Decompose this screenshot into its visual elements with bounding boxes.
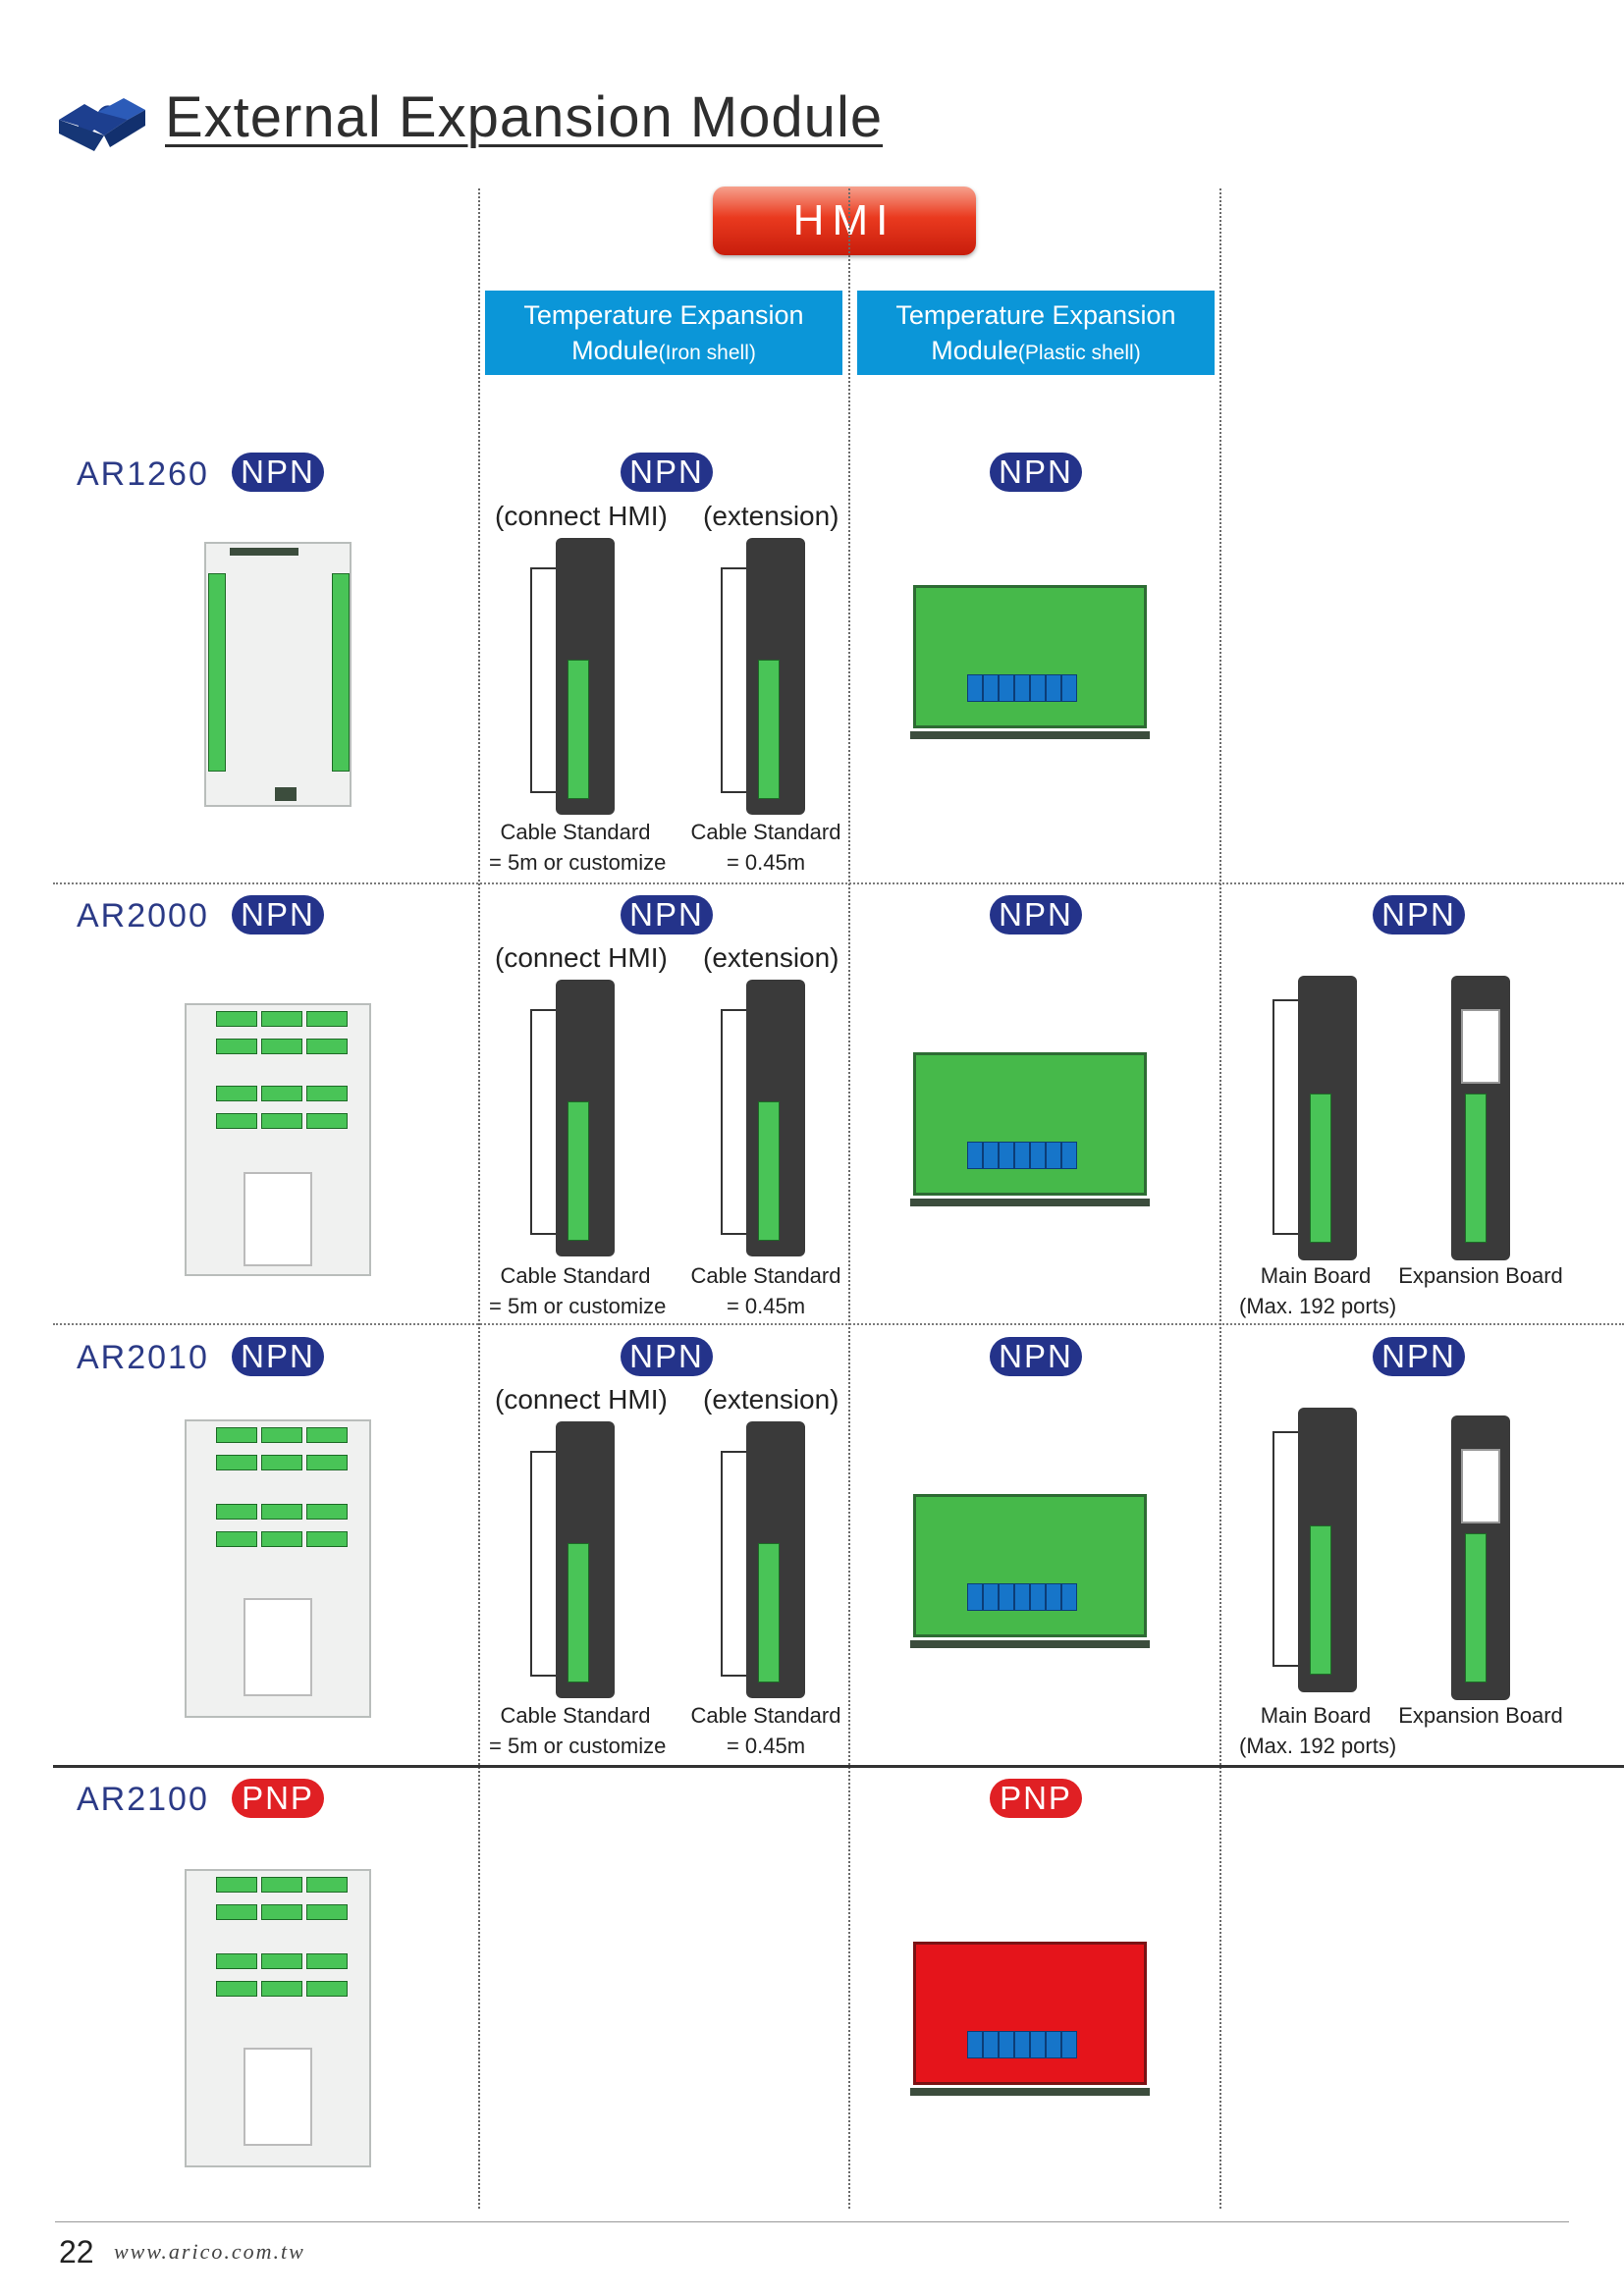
cable-caption-line2: = 0.45m: [726, 850, 806, 875]
main-board-caption: Main Board (Max. 192 ports): [1239, 1260, 1397, 1321]
pnp-badge: PNP: [232, 1779, 324, 1818]
npn-badge: NPN: [232, 1337, 324, 1376]
extension-label: (extension): [703, 1384, 839, 1415]
column-header-line1: Temperature Expansion: [895, 300, 1176, 330]
cable-caption-line1: Cable Standard: [500, 1263, 651, 1288]
iron-shell-module-image: [530, 1421, 619, 1698]
controller-image: [185, 1869, 371, 2167]
column-header-iron-shell: Temperature Expansion Module(Iron shell): [485, 291, 842, 375]
npn-badge: NPN: [1373, 1337, 1465, 1376]
model-name: AR1260: [77, 455, 209, 493]
plastic-shell-board-image: [910, 1942, 1150, 2096]
page-title: External Expansion Module: [165, 85, 884, 149]
main-board-image: [1272, 1408, 1359, 1692]
row-divider-solid: [53, 1765, 1624, 1768]
column-header-line1: Temperature Expansion: [523, 300, 804, 330]
main-board-caption-line1: Main Board: [1260, 1703, 1372, 1728]
column-divider: [1219, 188, 1221, 2209]
connect-hmi-label: (connect HMI): [495, 1384, 668, 1415]
plastic-shell-board-image: [910, 1494, 1150, 1648]
plastic-shell-board-image: [910, 1052, 1150, 1206]
extension-label: (extension): [703, 501, 839, 531]
row-divider: [53, 882, 1624, 884]
column-divider: [848, 188, 850, 2209]
cable-caption: Cable Standard = 0.45m: [685, 817, 846, 878]
cable-caption-line2: = 0.45m: [726, 1734, 806, 1758]
cable-caption-line2: = 5m or customize: [489, 850, 667, 875]
connect-hmi-label: (connect HMI): [495, 501, 668, 531]
main-board-caption-line2: (Max. 192 ports): [1239, 1734, 1397, 1758]
npn-badge: NPN: [1373, 895, 1465, 934]
cable-caption: Cable Standard = 5m or customize: [489, 1260, 667, 1321]
expansion-board-image: [1447, 1415, 1512, 1700]
hmi-label: HMI: [713, 187, 976, 255]
main-board-caption-line1: Main Board: [1260, 1263, 1372, 1288]
expansion-board-image: [1447, 976, 1512, 1260]
cable-caption-line2: = 5m or customize: [489, 1294, 667, 1318]
model-name: AR2000: [77, 897, 209, 934]
iron-shell-module-image: [721, 980, 809, 1256]
column-divider: [478, 188, 480, 2209]
main-board-caption-line2: (Max. 192 ports): [1239, 1294, 1397, 1318]
plastic-shell-board-image: [910, 585, 1150, 739]
iron-shell-module-image: [530, 980, 619, 1256]
npn-badge: NPN: [990, 453, 1082, 492]
row-divider: [53, 1323, 1624, 1325]
npn-badge: NPN: [990, 1337, 1082, 1376]
column-header-plastic-shell: Temperature Expansion Module(Plastic she…: [857, 291, 1215, 375]
cable-caption-line1: Cable Standard: [500, 820, 651, 844]
controller-image: [185, 1003, 371, 1276]
expansion-board-caption-line1: Expansion Board: [1398, 1263, 1563, 1288]
npn-badge: NPN: [621, 1337, 713, 1376]
npn-badge: NPN: [232, 895, 324, 934]
column-header-line2: Module: [571, 336, 659, 365]
main-board-caption: Main Board (Max. 192 ports): [1239, 1700, 1397, 1761]
column-header-shell: (Plastic shell): [1017, 342, 1141, 364]
connect-hmi-label: (connect HMI): [495, 942, 668, 973]
extension-label: (extension): [703, 942, 839, 973]
cable-caption-line2: = 0.45m: [726, 1294, 806, 1318]
npn-badge: NPN: [621, 453, 713, 492]
iron-shell-module-image: [721, 1421, 809, 1698]
npn-badge: NPN: [621, 895, 713, 934]
expansion-board-caption: Expansion Board: [1398, 1260, 1563, 1291]
cable-caption: Cable Standard = 5m or customize: [489, 1700, 667, 1761]
cable-caption: Cable Standard = 5m or customize: [489, 817, 667, 878]
iron-shell-module-image: [721, 538, 809, 815]
footer-rule: [55, 2221, 1569, 2222]
npn-badge: NPN: [990, 895, 1082, 934]
cable-caption-line1: Cable Standard: [690, 1263, 841, 1288]
column-header-line2: Module: [931, 336, 1018, 365]
page-number: 22: [59, 2234, 94, 2269]
main-board-image: [1272, 976, 1359, 1260]
pnp-badge: PNP: [990, 1779, 1082, 1818]
model-name: AR2010: [77, 1339, 209, 1376]
expansion-board-caption-line1: Expansion Board: [1398, 1703, 1563, 1728]
cable-caption: Cable Standard = 0.45m: [685, 1700, 846, 1761]
cable-caption-line1: Cable Standard: [500, 1703, 651, 1728]
model-name: AR2100: [77, 1781, 209, 1818]
cable-caption-line1: Cable Standard: [690, 820, 841, 844]
cable-caption-line2: = 5m or customize: [489, 1734, 667, 1758]
controller-image: [204, 542, 352, 807]
cable-caption-line1: Cable Standard: [690, 1703, 841, 1728]
iron-shell-module-image: [530, 538, 619, 815]
controller-image: [185, 1419, 371, 1718]
website-url: www.arico.com.tw: [114, 2239, 305, 2264]
npn-badge: NPN: [232, 453, 324, 492]
expansion-board-caption: Expansion Board: [1398, 1700, 1563, 1731]
cable-caption: Cable Standard = 0.45m: [685, 1260, 846, 1321]
title-block: External Expansion Module: [55, 84, 958, 163]
column-header-shell: (Iron shell): [658, 342, 756, 364]
puzzle-icon: [59, 98, 145, 151]
